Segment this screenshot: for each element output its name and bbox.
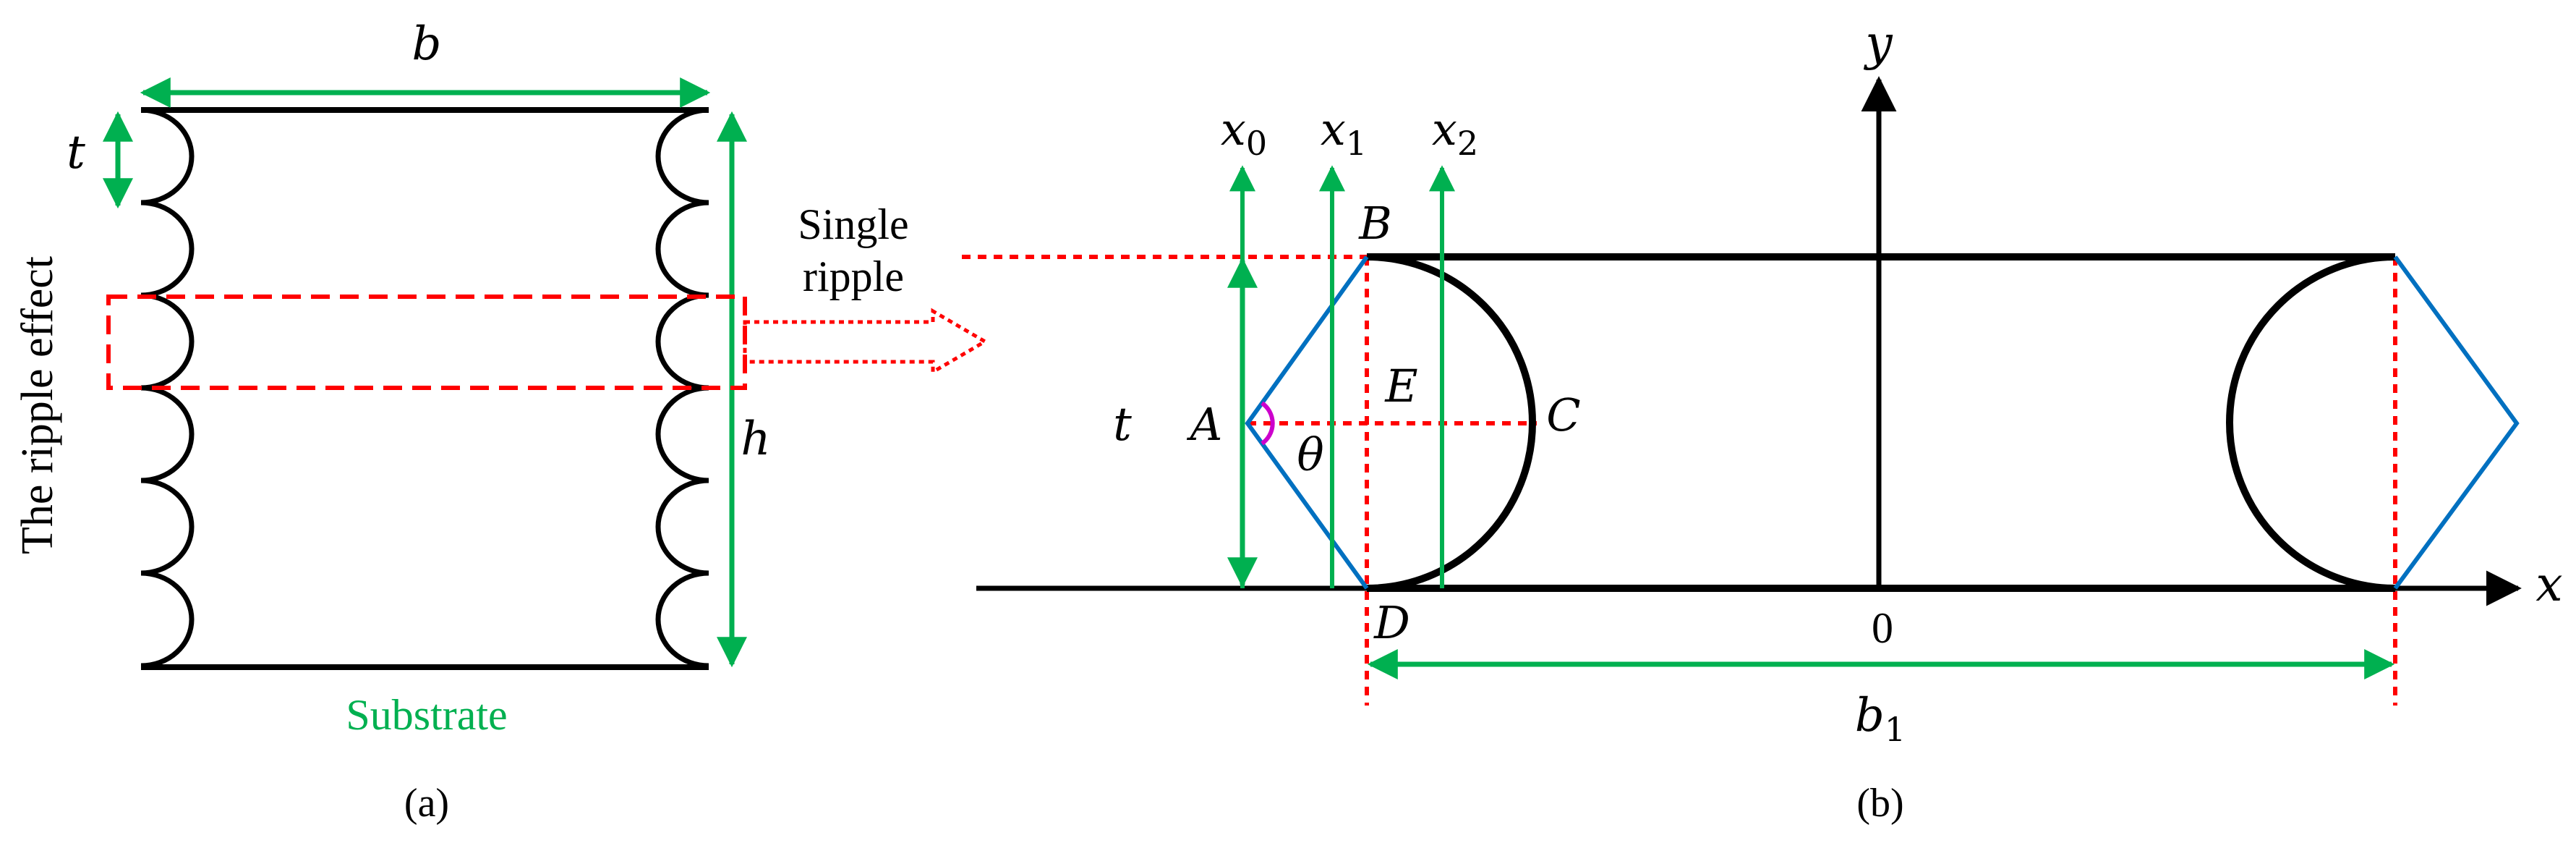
ripple-effect-label: The ripple effect: [13, 256, 62, 554]
ripple-height-label: t: [67, 126, 85, 179]
y-axis-label: y: [1863, 15, 1893, 71]
x0-label: x0: [1221, 103, 1267, 163]
x2-label: x2: [1432, 103, 1478, 163]
point-e-label: E: [1384, 360, 1417, 412]
substrate-label: Substrate: [346, 691, 507, 739]
panel-b-caption: (b): [1856, 781, 1903, 826]
right-triangle: [2393, 255, 2520, 590]
height-label: h: [741, 412, 770, 466]
width-label: b: [412, 17, 442, 71]
single-ripple-box: [106, 295, 747, 390]
x1-label: x1: [1321, 103, 1367, 163]
single-ripple-label-line2: ripple: [803, 253, 904, 300]
origin-label: 0: [1872, 604, 1893, 652]
panel-a: b t h Single ripple The ripple effect Su…: [13, 17, 989, 826]
x-axis-label: x: [2536, 556, 2562, 612]
point-b-label: B: [1358, 197, 1392, 250]
point-d-label: D: [1373, 596, 1410, 649]
single-ripple-arrow: [743, 308, 989, 376]
single-ripple-label-line1: Single: [798, 200, 908, 248]
point-c-label: C: [1546, 389, 1580, 441]
point-a-label: A: [1187, 398, 1223, 451]
angle-theta-arc: [1261, 401, 1275, 446]
panel-a-caption: (a): [404, 781, 449, 826]
t-label: t: [1113, 398, 1132, 452]
theta-label: θ: [1297, 428, 1323, 481]
panel-b: y x 0 x0 x1 x2 B A C D E θ t b1 (b): [962, 15, 2563, 826]
b1-label: b1: [1855, 689, 1906, 749]
left-ripple-arc: [1366, 253, 1536, 592]
right-ripple-arc: [2226, 253, 2396, 592]
